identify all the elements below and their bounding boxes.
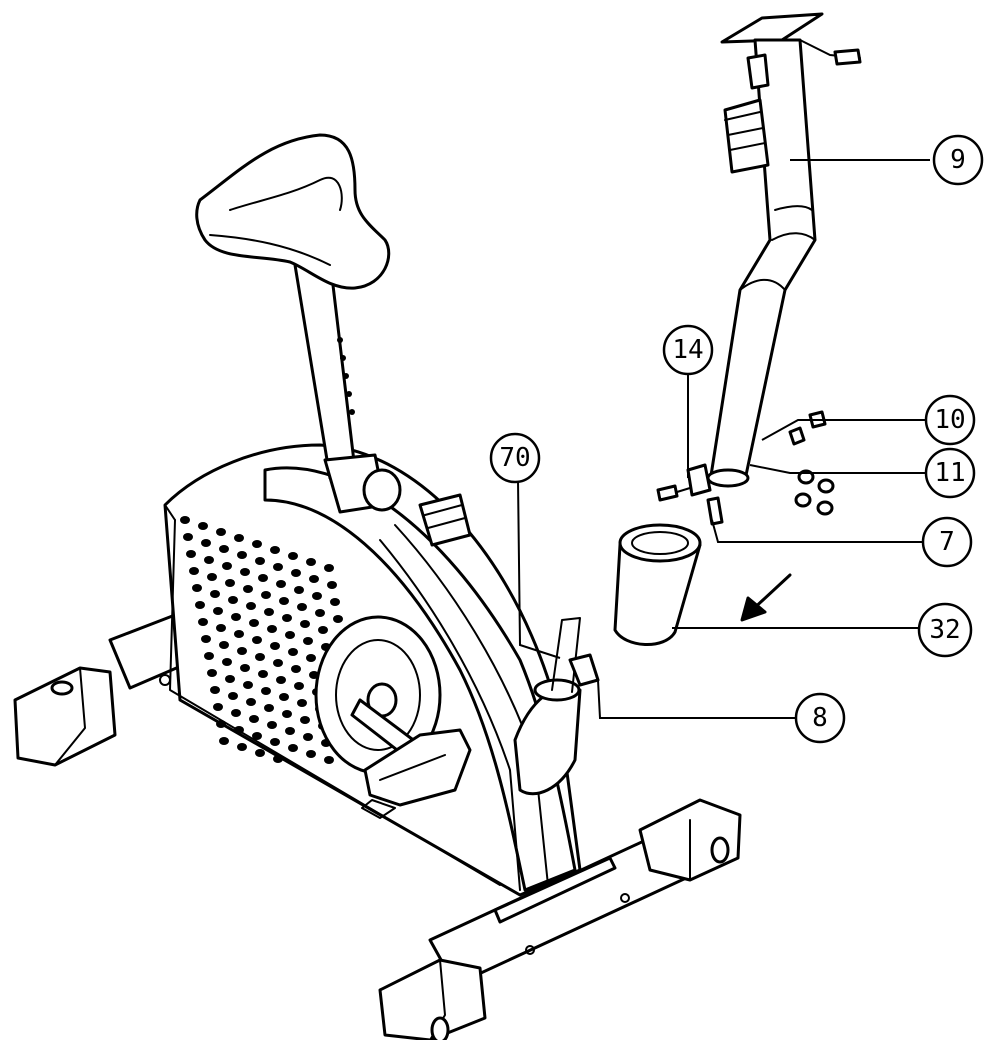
svg-text:11: 11 bbox=[934, 458, 965, 488]
handlebar-post bbox=[706, 12, 862, 488]
svg-text:7: 7 bbox=[939, 527, 955, 557]
svg-text:70: 70 bbox=[499, 443, 530, 473]
pedal bbox=[361, 728, 472, 819]
frame-handlebar-stub bbox=[513, 617, 600, 796]
svg-text:8: 8 bbox=[812, 703, 828, 733]
front-stabilizer bbox=[13, 613, 197, 767]
svg-text:9: 9 bbox=[950, 145, 966, 175]
handlebar-post-cover-32 bbox=[613, 523, 702, 646]
callout-32: 32 bbox=[917, 602, 973, 658]
callout-70: 70 bbox=[489, 432, 541, 484]
callout-10: 10 bbox=[924, 394, 976, 446]
leader-lines bbox=[517, 159, 930, 719]
callout-8: 8 bbox=[794, 692, 846, 744]
callout-14: 14 bbox=[662, 324, 714, 376]
svg-text:10: 10 bbox=[934, 405, 965, 435]
svg-text:14: 14 bbox=[672, 335, 703, 365]
callout-9: 9 bbox=[932, 134, 984, 186]
rear-stabilizer bbox=[378, 798, 742, 1040]
callout-7: 7 bbox=[921, 516, 973, 568]
washers-bolts-10-11 bbox=[788, 410, 835, 516]
bolt-7 bbox=[706, 496, 724, 526]
seat bbox=[195, 133, 391, 290]
tension-knob bbox=[418, 493, 472, 547]
bolt-14 bbox=[656, 463, 712, 502]
callout-11: 11 bbox=[924, 447, 976, 499]
svg-text:32: 32 bbox=[929, 615, 960, 645]
arrow-icon bbox=[740, 573, 792, 622]
